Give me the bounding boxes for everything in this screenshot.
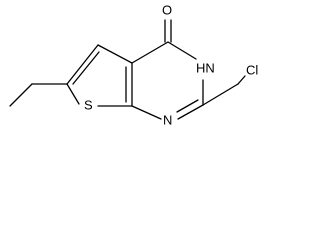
bond-c5-c4a bbox=[97, 44, 133, 64]
bond-c6-c5 bbox=[66, 44, 99, 85]
bond-c6-c5-double bbox=[72, 51, 100, 85]
chemical-structure-diagram: O HN N S Cl bbox=[9, 2, 258, 127]
carbonyl-group bbox=[164, 19, 172, 43]
bond-c4-n3 bbox=[167, 41, 197, 60]
bond-c6-s bbox=[66, 83, 80, 105]
bond-ethyl-ch3 bbox=[9, 83, 33, 107]
bond-c2-n1-double bbox=[176, 99, 199, 113]
thiophene-ring bbox=[66, 44, 133, 107]
atom-oxygen-label: O bbox=[162, 2, 172, 17]
bond-c4a-c4 bbox=[131, 41, 169, 64]
bond-n1-c7a bbox=[131, 105, 162, 120]
ethyl-group bbox=[9, 83, 68, 107]
bond-c2-n1 bbox=[177, 104, 204, 120]
atom-chlorine-label: Cl bbox=[246, 62, 258, 77]
bond-ch2-cl bbox=[237, 75, 246, 85]
atom-sulfur-label: S bbox=[84, 97, 93, 112]
bond-c2-ch2 bbox=[202, 83, 239, 106]
atom-nh-label: HN bbox=[196, 60, 215, 75]
chloromethyl-group bbox=[202, 75, 246, 106]
pyrimidinone-ring bbox=[125, 41, 204, 120]
atom-nitrogen-label: N bbox=[163, 112, 172, 127]
